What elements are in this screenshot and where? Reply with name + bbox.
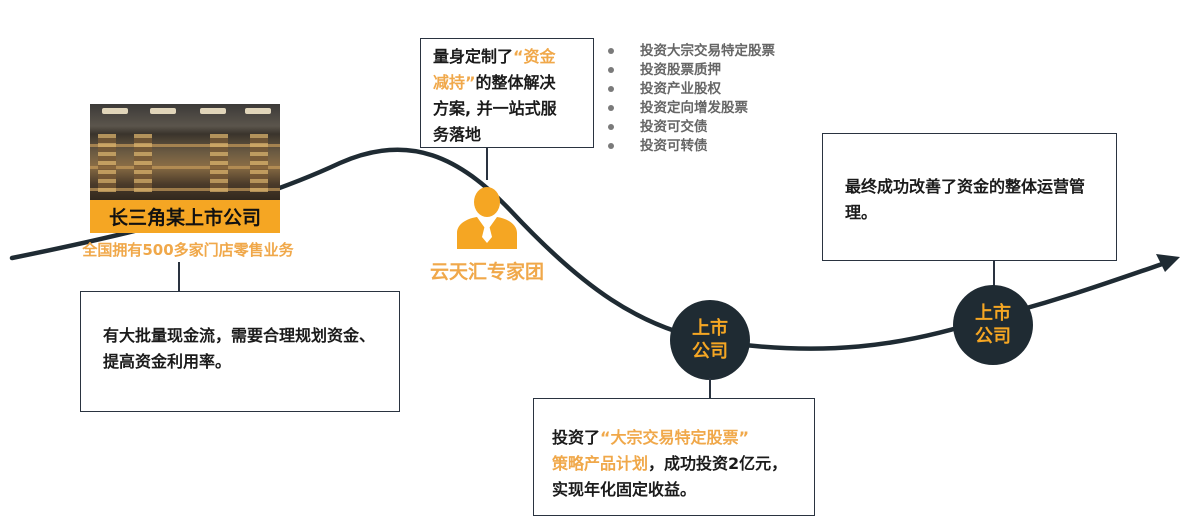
result-box: 最终成功改善了资金的整体运营管理。 — [822, 133, 1117, 261]
store-photo — [90, 104, 280, 204]
expert-team-label: 云天汇专家团 — [429, 261, 544, 283]
listed-company-badge: 上市 公司 — [670, 300, 750, 380]
badge-line-2: 公司 — [692, 341, 728, 362]
cash-flow-box: 有大批量现金流，需要合理规划资金、提高资金利用率。 — [80, 291, 400, 412]
plan-highlight-b: 减持” — [433, 73, 476, 92]
plan-text-a: 量身定制了 — [433, 47, 514, 66]
badge-line-1: 上市 — [975, 303, 1011, 324]
list-item: 投资股票质押 — [606, 61, 775, 80]
investment-box: 投资了“大宗交易特定股票” 策略产品计划，成功投资2亿元， 实现年化固定收益。 — [533, 398, 815, 516]
plan-highlight-a: “资金 — [513, 47, 556, 66]
list-item: 投资大宗交易特定股票 — [606, 42, 775, 61]
result-text: 最终成功改善了资金的整体运营管理。 — [845, 177, 1086, 222]
badge-line-2: 公司 — [975, 326, 1011, 347]
cash-flow-text: 有大批量现金流，需要合理规划资金、提高资金利用率。 — [103, 326, 376, 371]
company-subtitle: 全国拥有500多家门店零售业务 — [82, 241, 294, 259]
list-item: 投资产业股权 — [606, 80, 775, 99]
list-item: 投资可交债 — [606, 118, 775, 137]
connector-line — [486, 148, 488, 180]
list-item: 投资可转债 — [606, 137, 775, 156]
arrow-head-icon — [1156, 254, 1180, 272]
listed-company-badge: 上市 公司 — [953, 285, 1033, 365]
invest-highlight-a: “大宗交易特定股票” — [600, 428, 750, 447]
investment-list: 投资大宗交易特定股票 投资股票质押 投资产业股权 投资定向增发股票 投资可交债 … — [606, 42, 775, 156]
person-icon — [457, 187, 517, 249]
badge-line-1: 上市 — [692, 318, 728, 339]
invest-text-c: 实现年化固定收益。 — [552, 480, 697, 499]
invest-highlight-b: 策略产品计划 — [552, 454, 649, 473]
company-banner: 长三角某上市公司 — [90, 200, 280, 233]
connector-line — [709, 378, 711, 400]
plan-box: 量身定制了“资金 减持”的整体解决 方案, 并一站式服 务落地 — [420, 38, 594, 148]
plan-text-c: 方案, 并一站式服 — [433, 99, 557, 118]
connector-line — [178, 262, 180, 292]
plan-text-d: 务落地 — [433, 125, 482, 144]
plan-text-b: 的整体解决 — [475, 73, 556, 92]
invest-text-b: ，成功投资2亿元， — [648, 454, 788, 473]
list-item: 投资定向增发股票 — [606, 99, 775, 118]
invest-text-a: 投资了 — [552, 428, 601, 447]
connector-line — [993, 261, 995, 287]
